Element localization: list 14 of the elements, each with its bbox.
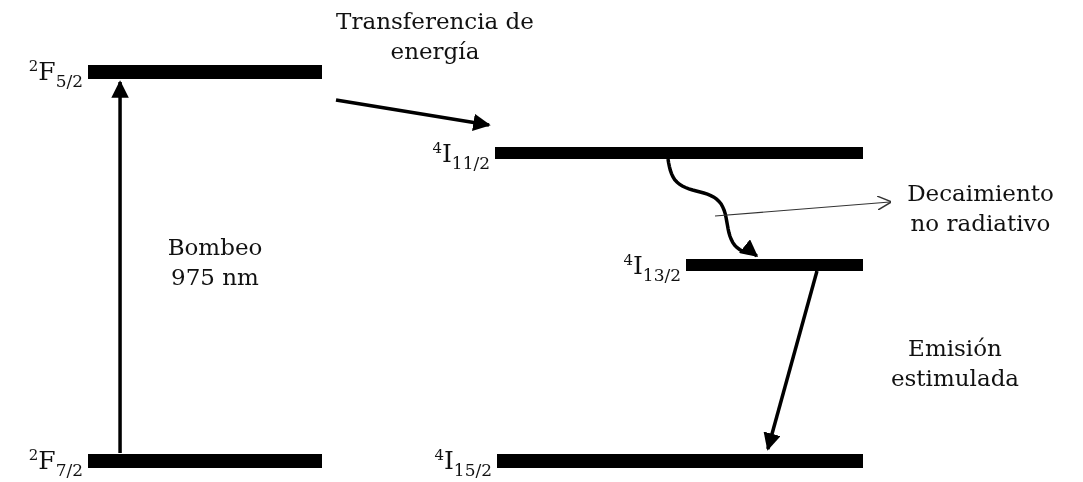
arrow xyxy=(335,98,491,132)
level-label: $^{4}$I$_{11/2}$ xyxy=(432,141,490,172)
level-label: $^{4}$I$_{13/2}$ xyxy=(623,253,681,284)
edge-label: Emisión estimulada xyxy=(889,334,1021,393)
level-label: $^{2}$F$_{5/2}$ xyxy=(28,59,83,90)
edge-label: Transferencia de energía xyxy=(335,7,535,66)
wavy-arrow xyxy=(666,158,759,258)
level-label: $^{4}$I$_{15/2}$ xyxy=(434,448,492,479)
edge-label: Bombeo 975 nm xyxy=(166,233,264,292)
level-label: $^{2}$F$_{7/2}$ xyxy=(28,448,83,479)
leader-line xyxy=(714,195,893,217)
annotation-text: Decaimiento no radiativo xyxy=(893,178,1068,238)
arrow xyxy=(763,270,819,451)
arrow xyxy=(111,80,129,453)
